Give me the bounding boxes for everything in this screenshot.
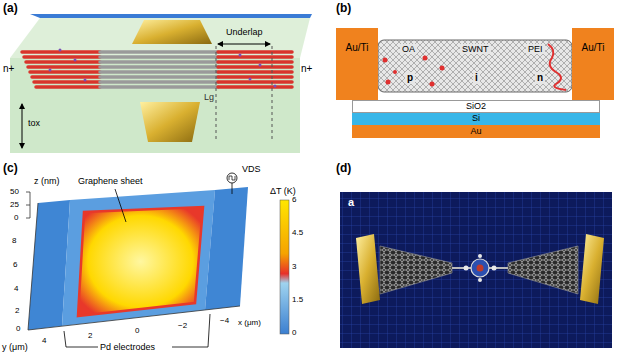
axis-title: z (nm) xyxy=(34,176,60,186)
dopant-label: OA xyxy=(400,44,417,54)
panel-letter: (b) xyxy=(336,2,351,16)
dopant-label: PEI xyxy=(526,44,545,54)
cnt-fet-illustration xyxy=(10,14,312,153)
tick-label: 0 xyxy=(14,213,18,222)
colorbar-tick: 6 xyxy=(292,195,296,204)
panel-sub-letter: a xyxy=(348,196,354,209)
tick-label: 0 xyxy=(135,326,139,335)
panel-letter: (a) xyxy=(3,2,18,16)
tick-label: 4 xyxy=(42,336,46,345)
dimension-label: Underlap xyxy=(226,27,263,37)
tick-label: 4 xyxy=(14,284,18,293)
tick-label: −2 xyxy=(178,321,187,330)
tick-label: 50 xyxy=(10,187,19,196)
layer-label: Au xyxy=(470,127,481,137)
tick-label: 25 xyxy=(10,200,19,209)
tick-label: 8 xyxy=(12,236,16,245)
colorbar-tick: 0 xyxy=(292,328,296,337)
nanotube-label: SWNT xyxy=(460,44,491,54)
doping-label: n+ xyxy=(3,63,14,75)
molecular-junction-illustration xyxy=(340,192,612,348)
signal-name: VDS xyxy=(242,164,261,174)
tick-label: 6 xyxy=(13,260,17,269)
layer-label: Au/Ti xyxy=(346,42,369,53)
panel-letter: (c) xyxy=(3,162,18,176)
axis-title: y (μm) xyxy=(2,342,28,352)
region-label: i xyxy=(473,72,480,84)
gate-length-label: Lg xyxy=(204,92,214,102)
region-label: n xyxy=(535,72,545,84)
electrode-block: Au/Ti xyxy=(336,28,378,100)
colorbar-tick: 4.5 xyxy=(292,228,303,237)
layer-label: Si xyxy=(472,114,480,124)
callout-label: Pd electrodes xyxy=(100,342,155,352)
layer-label: Au/Ti xyxy=(582,42,605,53)
tick-label: 2 xyxy=(88,331,92,340)
tick-label: 2 xyxy=(15,306,19,315)
colorbar-title: ΔT (K) xyxy=(270,186,296,196)
oxide-layer: SiO2 xyxy=(352,100,600,113)
thermal-map-illustration xyxy=(26,173,289,347)
colorbar-tick: 3 xyxy=(292,262,296,271)
doping-label: n+ xyxy=(301,63,312,75)
tick-label: −4 xyxy=(220,316,229,325)
layer-label: SiO2 xyxy=(466,102,486,112)
silicon-layer: Si xyxy=(352,113,600,125)
colorbar-tick: 1.5 xyxy=(292,295,303,304)
pin-diode-illustration xyxy=(378,40,572,92)
panel-letter: (d) xyxy=(336,162,351,176)
gold-layer: Au xyxy=(352,125,600,138)
region-label: p xyxy=(405,72,415,84)
tick-label: 0 xyxy=(16,324,20,333)
electrode-block: Au/Ti xyxy=(572,28,614,100)
callout-label: Graphene sheet xyxy=(78,176,143,186)
dimension-label: tox xyxy=(28,118,40,128)
axis-title: x (μm) xyxy=(238,318,261,327)
